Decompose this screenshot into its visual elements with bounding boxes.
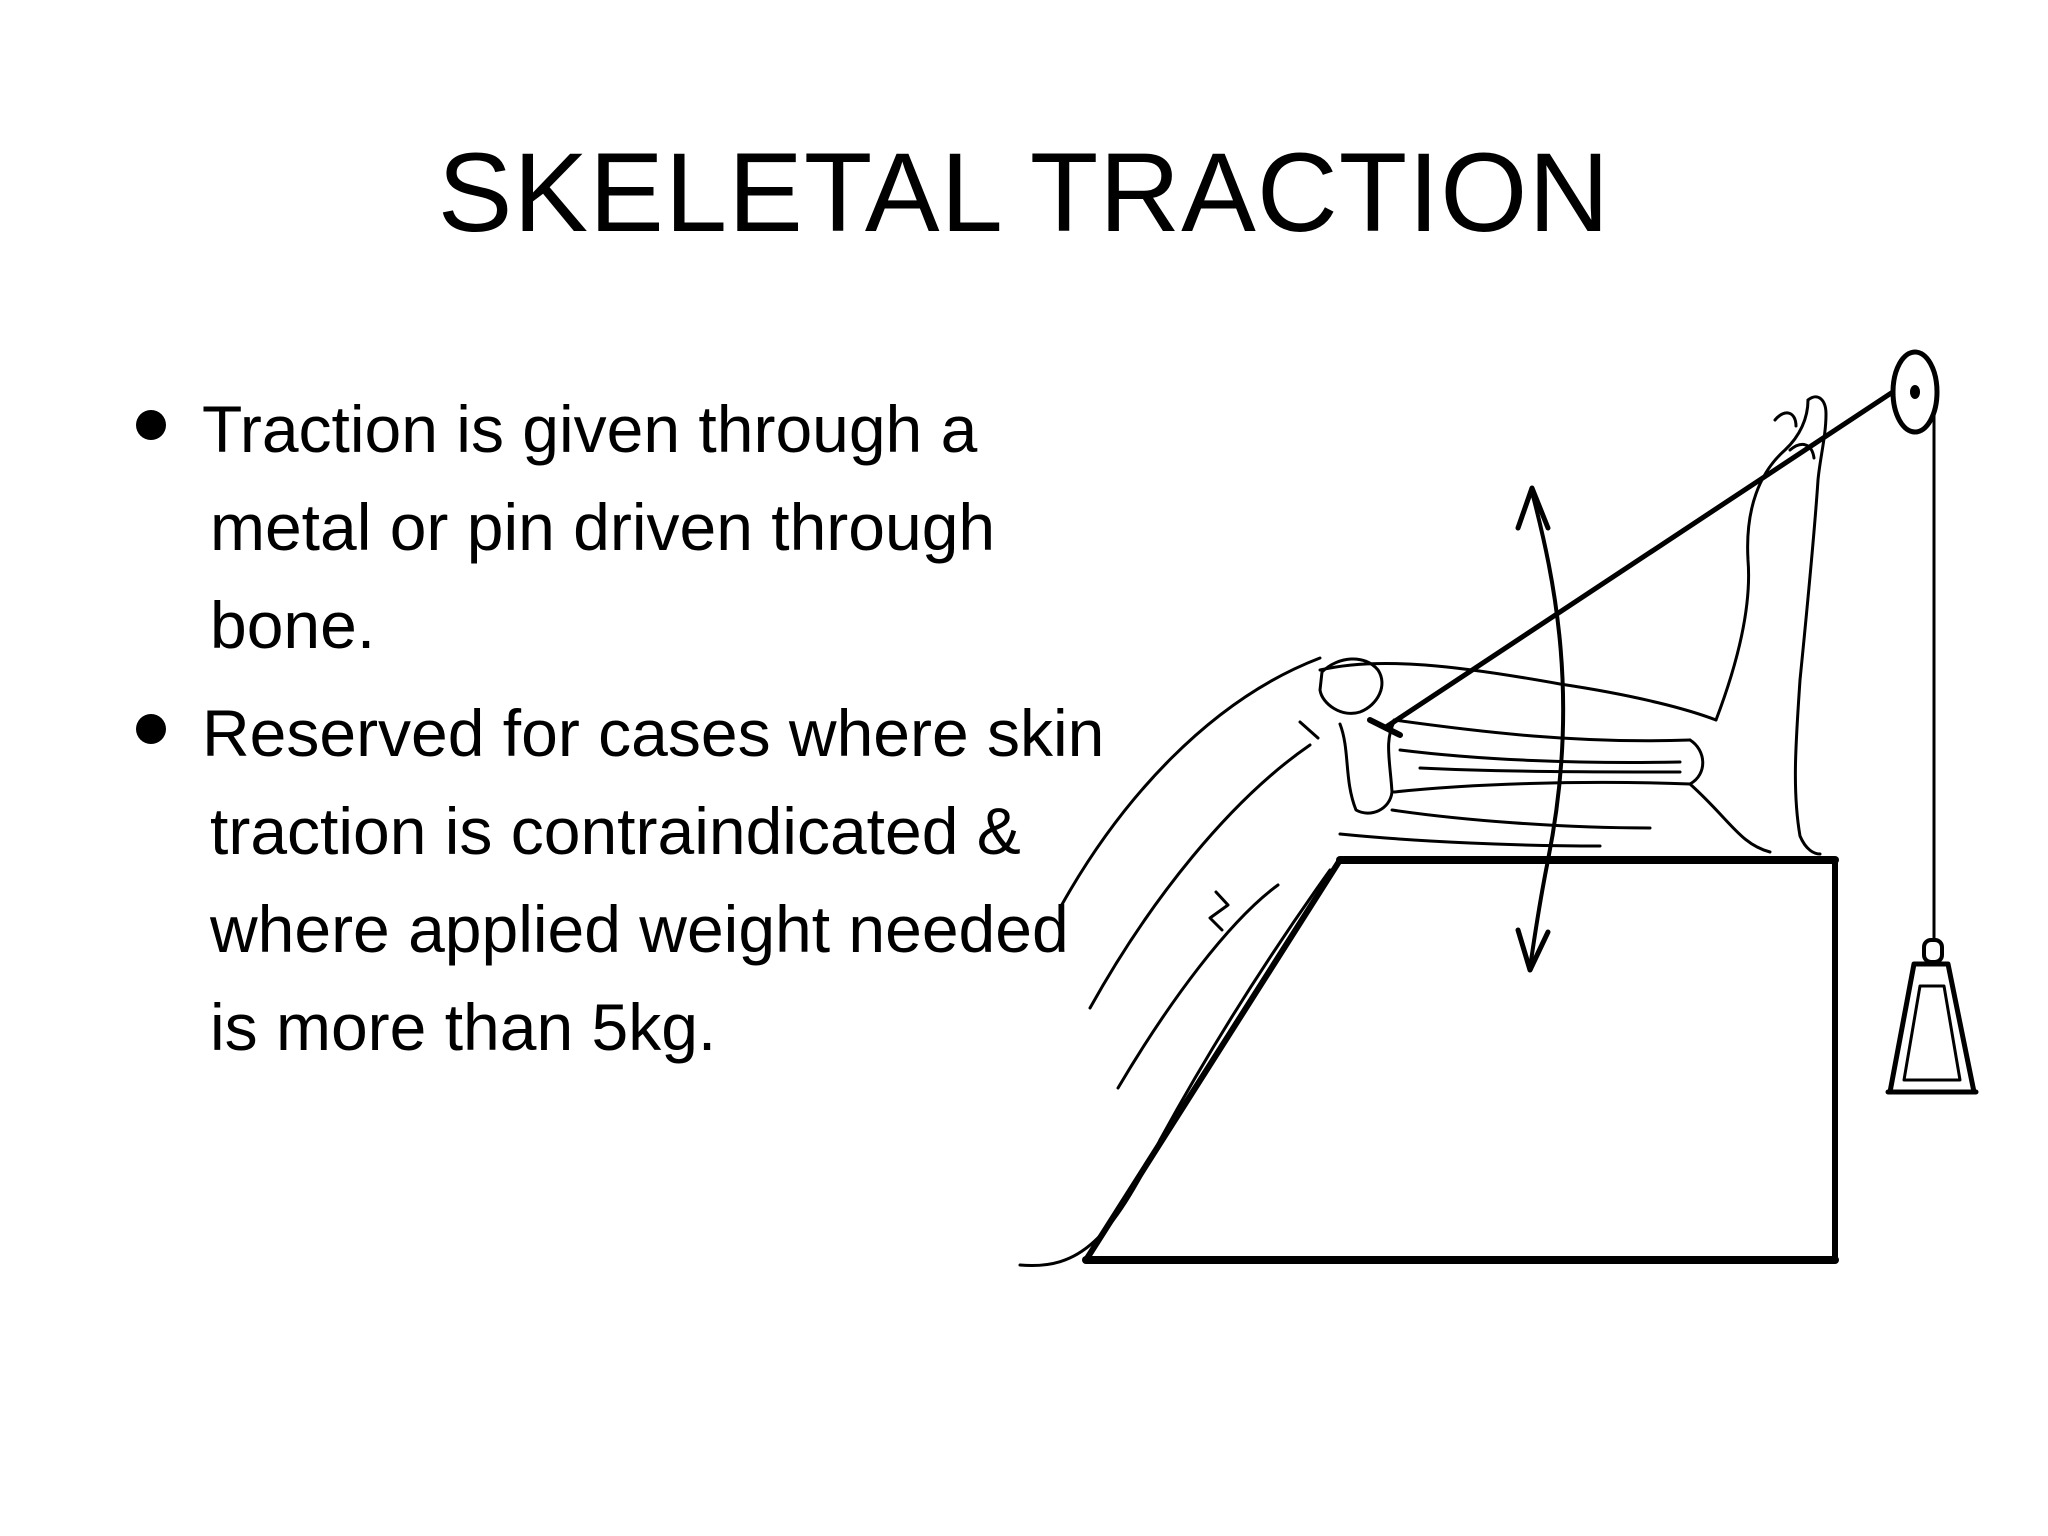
traction-illustration [1018, 349, 1979, 1268]
weight-icon [1885, 938, 1979, 1095]
bullet-text-1: Traction is given through a metal or pin… [202, 392, 996, 662]
bullet-item-1: Traction is given through a metal or pin… [126, 380, 1026, 674]
lower-leg-bones [1318, 657, 1718, 848]
foot-outline [1688, 395, 1828, 856]
bullet-text-2: Reserved for cases where skin traction i… [202, 696, 1105, 1064]
pulley-icon [1890, 349, 1940, 435]
traction-pin [1367, 717, 1403, 738]
rotation-arrow-icon [1515, 485, 1566, 973]
thigh-outline [1018, 656, 1332, 1268]
traction-rope [1383, 371, 1936, 942]
bullet-icon [136, 410, 166, 440]
bullet-icon [136, 714, 166, 744]
bullet-item-2: Reserved for cases where skin traction i… [126, 684, 1104, 1076]
slide-title: SKELETAL TRACTION [437, 130, 1611, 255]
support-block [1082, 856, 1839, 1264]
bullet-list: Traction is given through a metal or pin… [126, 380, 1104, 1086]
